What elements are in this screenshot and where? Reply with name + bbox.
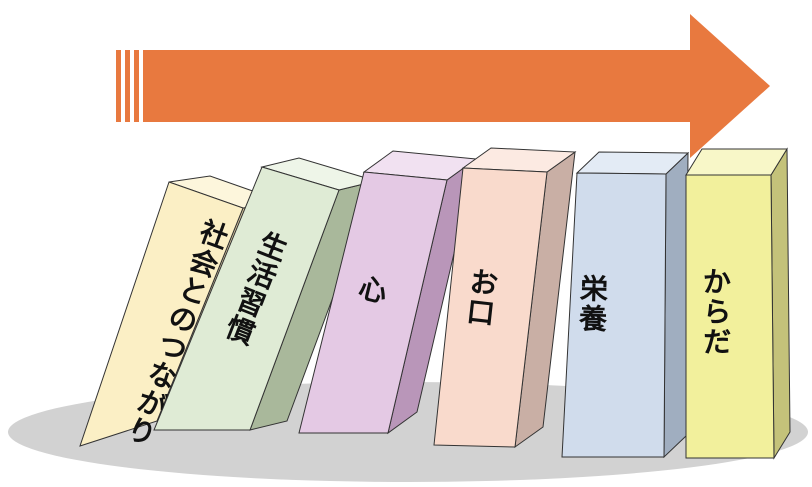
block-front-face: [685, 174, 775, 459]
block-front-face: [561, 172, 667, 458]
block-front-face: [79, 181, 244, 447]
block-label-char: 栄: [580, 272, 609, 306]
block-front-face: [433, 167, 548, 448]
arrow-body: [143, 14, 770, 158]
block-top-face: [685, 148, 788, 176]
domino-block: お口: [433, 147, 577, 449]
domino-block: 栄養: [561, 151, 690, 459]
block-label: からだ: [703, 265, 731, 358]
block-label: お口: [465, 265, 500, 331]
block-label-char: か: [703, 265, 731, 298]
block-side-face: [663, 151, 689, 459]
block-front-face: [153, 166, 340, 431]
direction-arrow: [116, 14, 770, 158]
domino-block: からだ: [685, 147, 791, 460]
arrow-tail-stripe: [125, 50, 130, 122]
domino-block: 心: [298, 150, 478, 435]
arrow-tail-stripe: [116, 50, 121, 122]
block-label-char: だ: [703, 325, 731, 358]
block-front-face: [298, 171, 448, 434]
arrow-tail-stripe: [134, 50, 139, 122]
block-label-char: 養: [578, 302, 608, 336]
block-label-char: お: [468, 265, 499, 301]
block-label-char: ら: [703, 295, 731, 328]
blocks-layer: 社会とのつながり生活習慣心お口栄養からだ: [79, 147, 791, 460]
block-label: 栄養: [578, 272, 609, 336]
block-label-char: 口: [465, 295, 496, 331]
